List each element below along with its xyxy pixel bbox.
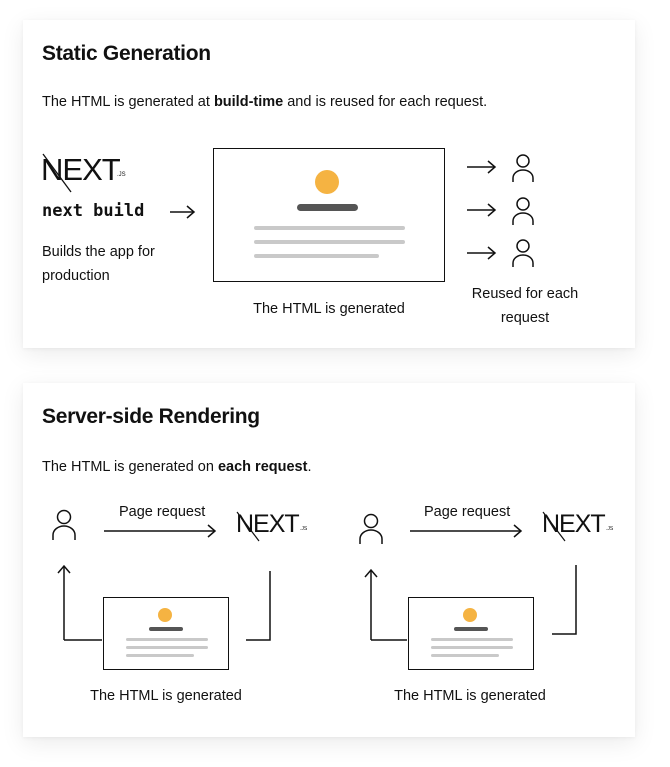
nextjs-logo: NEXT .JS <box>41 148 141 194</box>
static-generation-card: Static Generation The HTML is generated … <box>23 20 635 348</box>
user-icon <box>512 154 534 182</box>
server-side-rendering-card: Server-side Rendering The HTML is genera… <box>23 383 635 737</box>
static-generation-title: Static Generation <box>42 42 211 65</box>
ssr-description: The HTML is generated on each request. <box>42 459 312 475</box>
ssr-flow: Page request NEXT .JS <box>23 383 329 737</box>
nextjs-slash-graphic <box>42 153 72 193</box>
html-page-mockup <box>213 148 445 282</box>
html-page-mockup <box>408 597 534 670</box>
nextjs-logo: NEXT .JS <box>542 507 622 543</box>
heading-bar <box>297 204 358 211</box>
page-caption: The HTML is generated <box>253 301 405 317</box>
text-line <box>254 254 379 258</box>
avatar-circle <box>315 170 339 194</box>
arrow-right-icon <box>467 203 497 217</box>
reuse-arrows-users <box>467 154 534 267</box>
arrow-right-icon <box>467 246 497 260</box>
arrow-right-icon <box>467 160 497 174</box>
ssr-flow: Page request NEXT .JS <box>329 383 635 737</box>
arrow-up-icon <box>57 564 71 574</box>
user-icon <box>512 239 534 267</box>
reuse-caption: Reused for each request <box>471 286 579 326</box>
user-icon <box>512 197 534 225</box>
text-line <box>254 240 405 244</box>
arrow-right-icon <box>410 524 523 538</box>
next-build-command: next build <box>42 201 145 221</box>
response-connector-lines <box>57 564 271 641</box>
build-caption: Builds the app for production <box>42 244 155 284</box>
static-generation-description: The HTML is generated at build-time and … <box>42 94 488 110</box>
user-icon <box>359 513 383 544</box>
user-icon <box>52 509 76 540</box>
arrow-right-icon <box>170 205 196 219</box>
ssr-page-caption: The HTML is generated <box>394 688 546 704</box>
page-request-label: Page request <box>119 504 206 520</box>
nextjs-logo: NEXT .JS <box>236 507 316 543</box>
ssr-page-caption: The HTML is generated <box>90 688 242 704</box>
text-line <box>254 226 405 230</box>
ssr-title: Server-side Rendering <box>42 405 260 428</box>
response-connector-lines <box>364 565 577 641</box>
html-page-mockup <box>103 597 229 670</box>
html-page-illustration <box>254 170 405 258</box>
arrow-right-icon <box>104 524 217 538</box>
page-request-label: Page request <box>424 504 511 520</box>
arrow-up-icon <box>364 568 378 578</box>
